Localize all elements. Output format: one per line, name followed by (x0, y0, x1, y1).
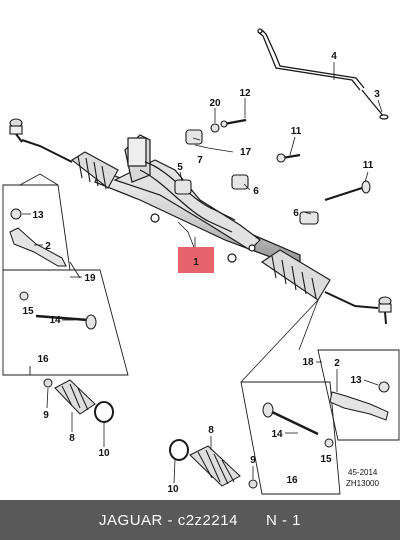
callout-8: 8 (69, 433, 75, 444)
right-kit-parts (262, 381, 390, 448)
callout-2: 2 (45, 241, 51, 252)
callout-13: 13 (350, 375, 362, 386)
left-kit-parts (9, 208, 97, 330)
callout-11: 11 (291, 126, 302, 137)
steering-rack-housing-part (94, 134, 301, 269)
part-number-label: c2z2214 (177, 511, 238, 529)
callout-16: 16 (286, 475, 298, 486)
caption-separator: - (162, 511, 178, 529)
callout-20: 20 (209, 98, 221, 109)
mounting-hardware-part (174, 118, 371, 225)
callout-2: 2 (334, 358, 340, 369)
bottom-left-boot-part (43, 378, 114, 423)
steering-rack-exploded-diagram: 1 4 3 20 12 11 11 7 17 5 6 6 13 2 19 15 … (2, 28, 400, 495)
callout-19: 19 (84, 273, 96, 284)
right-kit-panels (240, 349, 400, 495)
position-label: N - 1 (265, 511, 301, 529)
callout-10: 10 (167, 484, 179, 495)
left-kit-panels (2, 184, 129, 376)
callout-3: 3 (374, 89, 380, 100)
callout-7: 7 (197, 155, 203, 166)
part-caption-bar: JAGUAR - c2z2214 N - 1 (0, 500, 400, 540)
callout-14: 14 (49, 315, 61, 326)
callout-17: 17 (240, 147, 252, 158)
caption-gap (238, 512, 266, 529)
callout-9: 9 (250, 455, 256, 466)
stabilizer-bar-part (257, 28, 389, 120)
callout-9: 9 (43, 410, 49, 421)
callout-4: 4 (331, 51, 337, 62)
callout-14: 14 (271, 429, 283, 440)
left-boot-and-tie-rod-part (9, 118, 119, 190)
callout-10: 10 (98, 448, 110, 459)
callout-8: 8 (208, 425, 214, 436)
callout-15: 15 (22, 306, 34, 317)
highlighted-part-badge (178, 247, 214, 273)
right-boot-and-tie-rod-part (261, 249, 392, 325)
callout-5: 5 (177, 162, 183, 173)
callout-6: 6 (293, 208, 299, 219)
leader-lines (19, 62, 383, 383)
callout-16: 16 (37, 354, 49, 365)
reference-code: 45-2014 (348, 468, 378, 477)
callout-12: 12 (239, 88, 251, 99)
bottom-center-boot-part (169, 439, 258, 489)
brand-label: JAGUAR (99, 511, 163, 529)
callout-11: 11 (363, 160, 374, 171)
callout-13: 13 (32, 210, 44, 221)
callout-1: 1 (193, 257, 199, 268)
callout-6: 6 (253, 186, 259, 197)
callout-15: 15 (320, 454, 332, 465)
callout-18: 18 (302, 357, 314, 368)
drawing-code: ZH13000 (346, 479, 379, 488)
